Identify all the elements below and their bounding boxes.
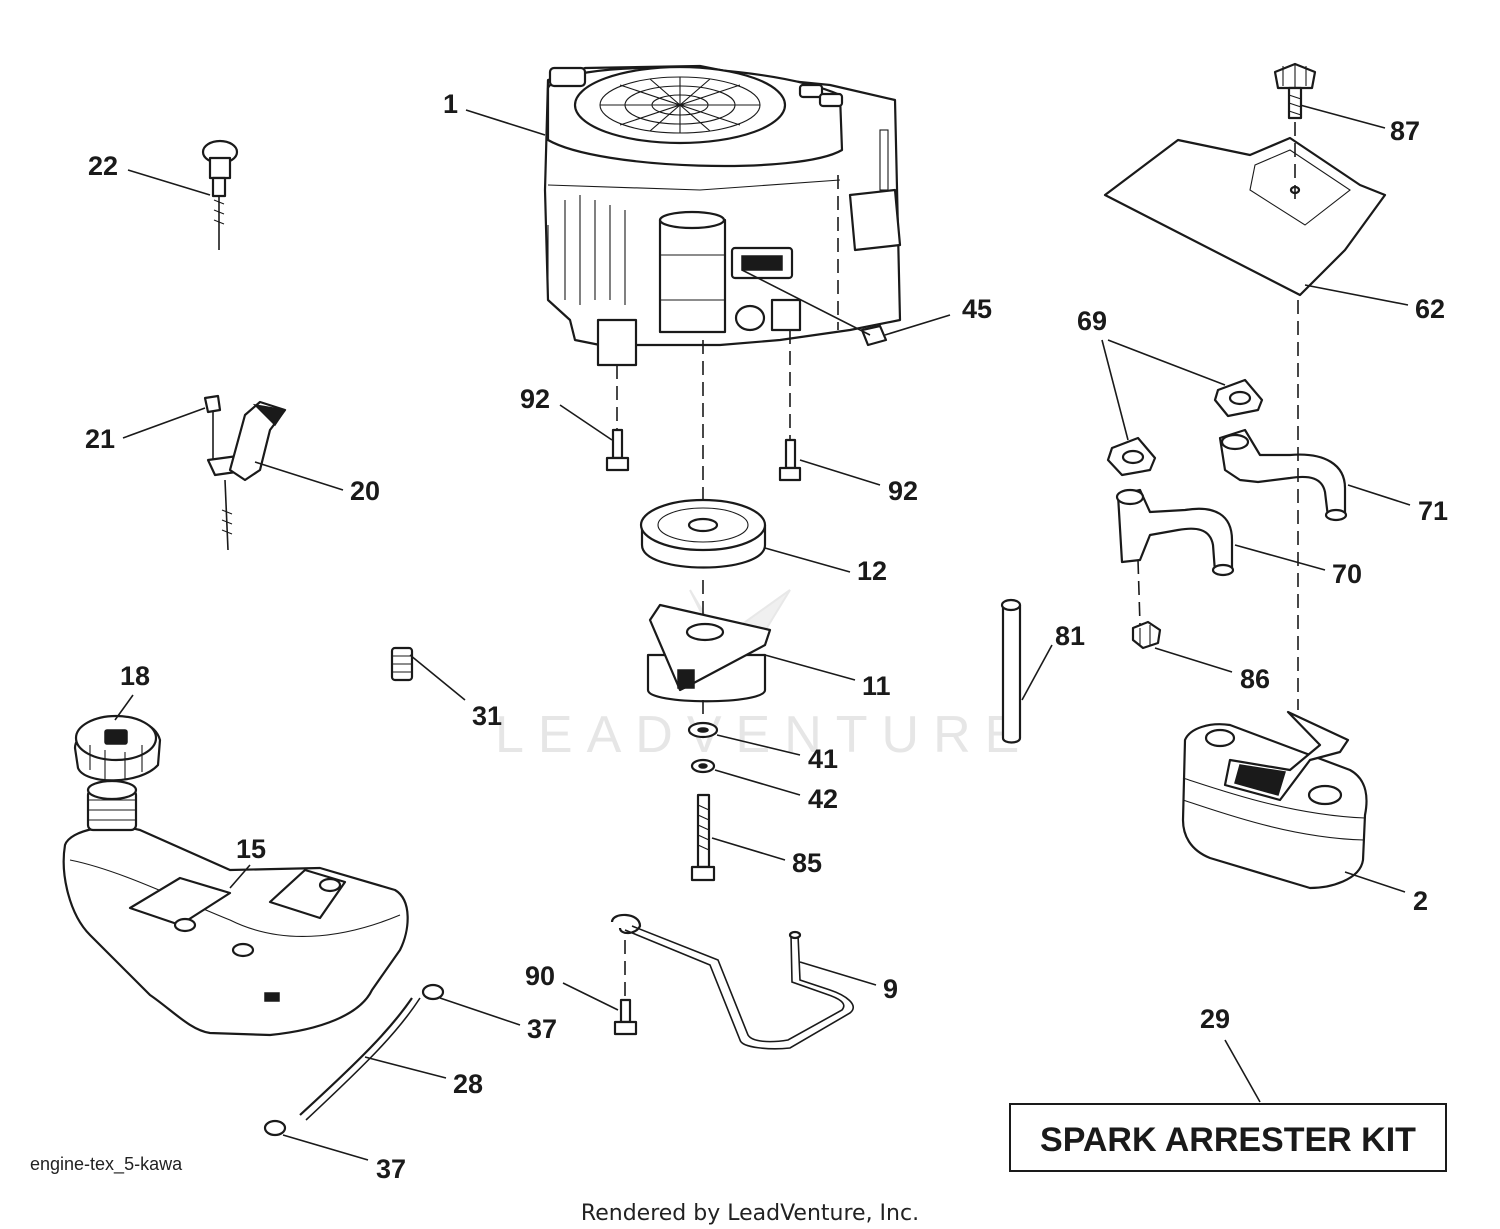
svg-text:15: 15 <box>236 834 266 864</box>
svg-text:21: 21 <box>85 424 115 454</box>
callout-18: 18 <box>114 661 150 721</box>
svg-text:87: 87 <box>1390 116 1420 146</box>
callout-86: 86 <box>1154 647 1270 694</box>
callout-1: 1 <box>443 89 546 136</box>
svg-text:71: 71 <box>1418 496 1448 526</box>
callout-90: 90 <box>525 961 619 1011</box>
svg-text:28: 28 <box>453 1069 483 1099</box>
part-nut[interactable] <box>1131 620 1162 650</box>
svg-text:9: 9 <box>883 974 898 1004</box>
footer-credit: Rendered by LeadVenture, Inc. <box>581 1201 919 1226</box>
part-hose-clamp-bottom[interactable] <box>263 1119 287 1137</box>
svg-text:92: 92 <box>888 476 918 506</box>
svg-text:92: 92 <box>520 384 550 414</box>
callout-62: 62 <box>1304 284 1445 324</box>
part-throttle-bracket[interactable] <box>203 394 287 551</box>
watermark-text: LEADVENTURE <box>495 706 1033 764</box>
callout-70: 70 <box>1234 544 1362 589</box>
part-engine-bolt-left[interactable] <box>605 365 630 472</box>
svg-text:69: 69 <box>1077 306 1107 336</box>
part-pto-clutch[interactable] <box>646 580 772 703</box>
callout-45: 45 <box>962 294 992 324</box>
part-tube[interactable] <box>1000 598 1022 744</box>
svg-text:2: 2 <box>1413 886 1428 916</box>
svg-text:41: 41 <box>808 744 838 774</box>
svg-text:45: 45 <box>962 294 992 324</box>
callout-2: 2 <box>1344 871 1428 916</box>
svg-text:37: 37 <box>376 1154 406 1184</box>
part-fuel-line[interactable] <box>299 997 421 1121</box>
callout-92-right: 92 <box>799 459 918 506</box>
svg-text:18: 18 <box>120 661 150 691</box>
callout-37-bottom: 37 <box>282 1134 406 1184</box>
svg-text:29: 29 <box>1200 1004 1230 1034</box>
callout-31: 31 <box>409 654 502 731</box>
callout-9: 9 <box>799 961 898 1004</box>
part-clip[interactable] <box>390 646 414 682</box>
svg-text:12: 12 <box>857 556 887 586</box>
svg-text:90: 90 <box>525 961 555 991</box>
callout-21: 21 <box>85 407 206 454</box>
callout-85: 85 <box>711 837 822 878</box>
part-muffler[interactable] <box>1181 300 1368 890</box>
callout-11: 11 <box>764 654 891 701</box>
svg-text:31: 31 <box>472 701 502 731</box>
callout-28: 28 <box>364 1056 483 1099</box>
callout-41: 41 <box>716 734 838 774</box>
svg-text:11: 11 <box>862 671 891 701</box>
part-exhaust-pipe-71[interactable] <box>1218 428 1348 522</box>
callout-37-top: 37 <box>439 997 557 1044</box>
part-heat-shield[interactable] <box>1103 122 1387 297</box>
svg-text:81: 81 <box>1055 621 1085 651</box>
diagram-reference: engine-tex_5-kawa <box>30 1154 183 1175</box>
part-bolt-90[interactable] <box>613 940 638 1036</box>
part-choke-knob[interactable] <box>201 139 239 250</box>
svg-text:1: 1 <box>443 89 458 119</box>
part-washer-41[interactable] <box>687 700 719 739</box>
part-hose-clamp-top[interactable] <box>421 983 445 1001</box>
svg-text:85: 85 <box>792 848 822 878</box>
callout-81: 81 <box>1021 621 1085 701</box>
callout-69: 69 <box>1077 306 1226 441</box>
svg-text:22: 22 <box>88 151 118 181</box>
watermark-logo: LEADVENTURE <box>495 589 1033 764</box>
part-exhaust-pipe-70[interactable] <box>1115 488 1235 626</box>
part-pulley[interactable] <box>639 340 767 569</box>
callout-92-left: 92 <box>520 384 613 441</box>
part-engine-bolt-right[interactable] <box>778 330 802 482</box>
part-fuel-tank[interactable] <box>62 779 409 1037</box>
part-fuel-cap[interactable] <box>73 714 162 782</box>
part-screw-87[interactable] <box>1273 62 1317 120</box>
callout-15: 15 <box>229 834 266 889</box>
part-rod[interactable] <box>610 913 854 1050</box>
svg-text:86: 86 <box>1240 664 1270 694</box>
callout-20: 20 <box>254 461 380 506</box>
callout-22: 22 <box>88 151 211 196</box>
part-washer-42[interactable] <box>690 758 716 774</box>
callout-29: 29 <box>1200 1004 1261 1103</box>
svg-text:37: 37 <box>527 1014 557 1044</box>
part-gasket-lower[interactable] <box>1106 436 1157 477</box>
callout-71: 71 <box>1347 484 1448 526</box>
svg-text:42: 42 <box>808 784 838 814</box>
part-oil-drain[interactable] <box>741 269 951 347</box>
callout-42: 42 <box>714 769 838 814</box>
svg-text:62: 62 <box>1415 294 1445 324</box>
part-bolt-85[interactable] <box>690 793 716 882</box>
callout-87: 87 <box>1299 104 1420 146</box>
part-engine[interactable] <box>543 64 902 367</box>
svg-text:70: 70 <box>1332 559 1362 589</box>
callout-12: 12 <box>764 547 887 586</box>
spark-arrester-kit-box[interactable]: SPARK ARRESTER KIT <box>1009 1103 1447 1172</box>
spark-arrester-kit-label: SPARK ARRESTER KIT <box>1040 1121 1416 1159</box>
svg-text:20: 20 <box>350 476 380 506</box>
part-gasket-upper[interactable] <box>1213 378 1264 418</box>
